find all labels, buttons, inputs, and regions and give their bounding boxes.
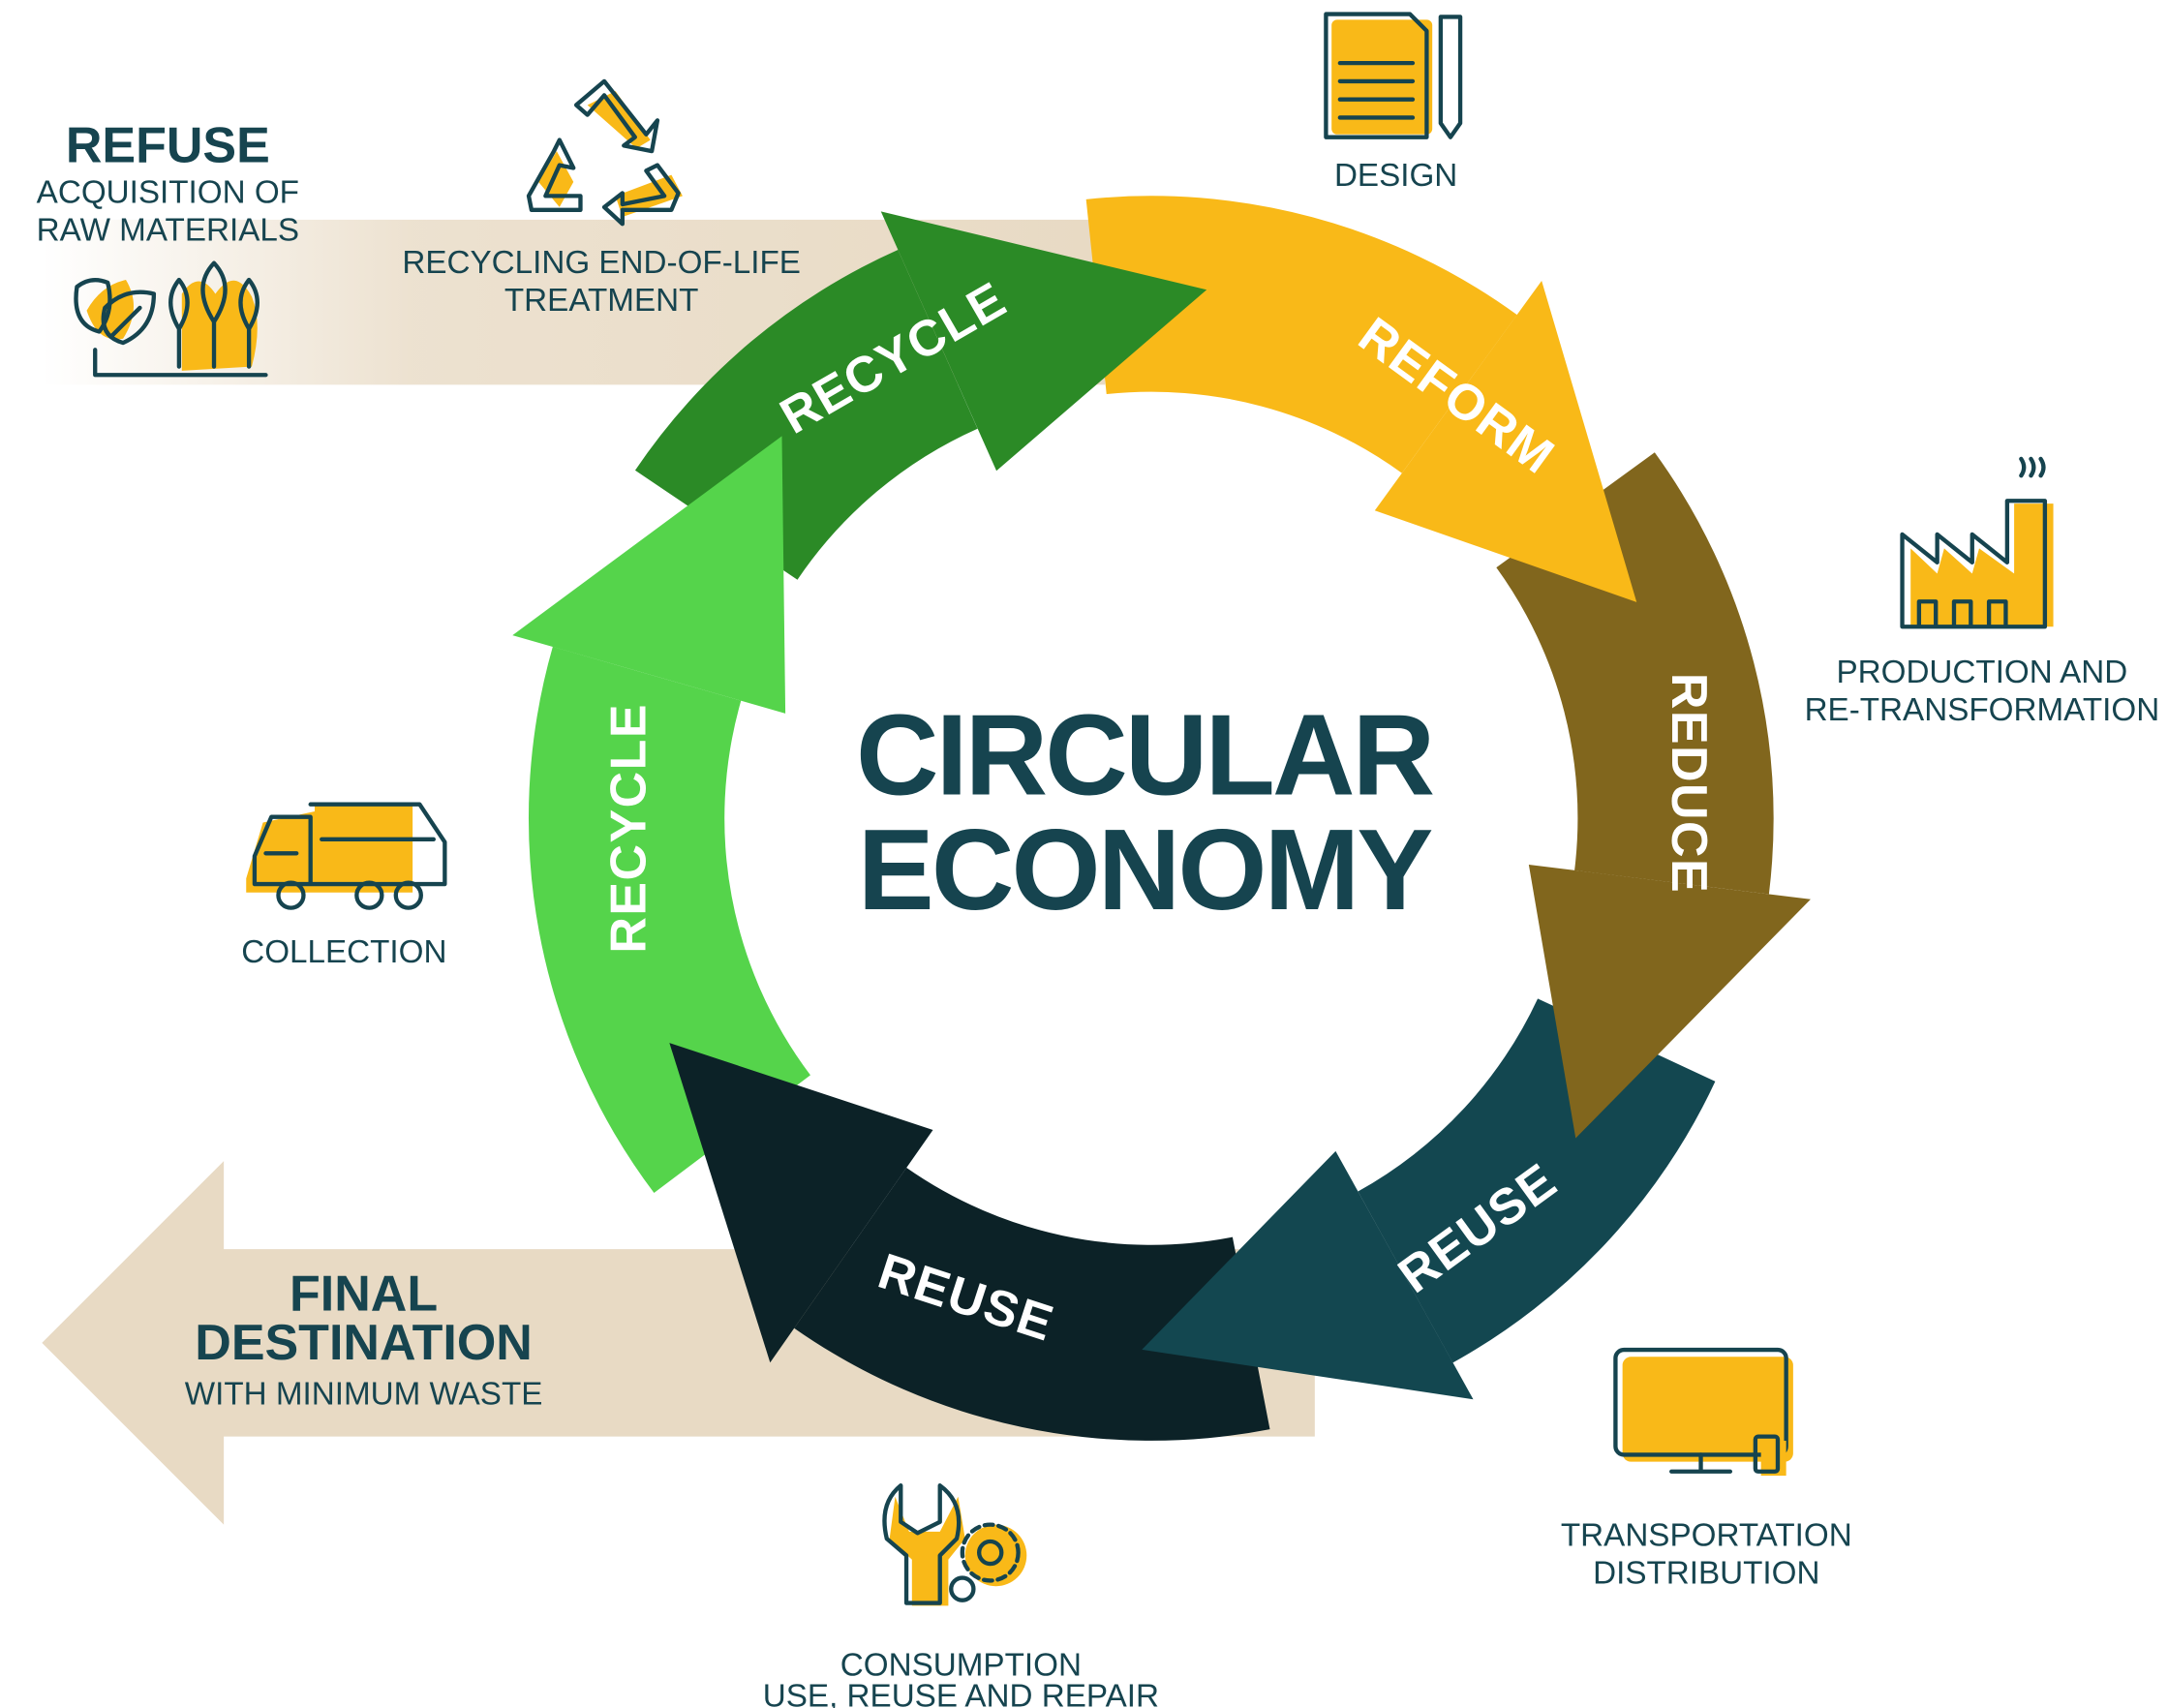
document-pencil-icon — [1324, 12, 1463, 139]
title-line-1: CIRCULAR — [856, 692, 1434, 820]
production-line-1: PRODUCTION AND — [1836, 655, 2127, 690]
arrow-head-reduce — [1528, 864, 1811, 1139]
title-line-2: ECONOMY — [858, 807, 1433, 934]
arrow-body-reuse — [794, 1168, 1270, 1441]
arrow-head-reuse — [1142, 1150, 1474, 1400]
transportation-line-1: TRANSPORTATION — [1561, 1517, 1852, 1553]
arrow-body-reuse — [1358, 998, 1716, 1363]
recycling-line-2: TREATMENT — [504, 283, 699, 319]
refuse-line-1: ACQUISITION OF — [37, 175, 299, 211]
recycle-icon — [526, 78, 683, 227]
arrow-body-recycle — [528, 646, 810, 1194]
final-line-2: DESTINATION — [195, 1315, 533, 1371]
monitor-icon — [1613, 1347, 1793, 1477]
consumption-line-2: USE, REUSE AND REPAIR — [763, 1678, 1159, 1708]
transportation-line-2: DISTRIBUTION — [1593, 1555, 1819, 1591]
refuse-heading: REFUSE — [66, 118, 270, 174]
design-label: DESIGN — [1334, 158, 1457, 194]
final-line-1: FINAL — [290, 1266, 438, 1323]
truck-icon — [246, 802, 447, 910]
leaves-trees-icon — [74, 260, 268, 378]
arrow-body-reform — [1085, 196, 1517, 473]
factory-icon — [1900, 456, 2054, 629]
wrench-gear-icon — [882, 1483, 1027, 1606]
consumption-line-1: CONSUMPTION — [840, 1648, 1082, 1684]
arrow-head-reform — [1374, 281, 1637, 602]
arrow-head-reuse — [669, 1043, 933, 1363]
arrow-head-recycle — [880, 211, 1207, 472]
arrow-label-recycle: RECYCLE — [601, 703, 657, 954]
recycling-line-1: RECYCLING END-OF-LIFE — [402, 245, 801, 281]
refuse-line-2: RAW MATERIALS — [37, 213, 299, 249]
arrow-head-recycle — [512, 436, 786, 714]
arrow-label-reduce: REDUCE — [1661, 673, 1717, 894]
production-line-2: RE-TRANSFORMATION — [1805, 692, 2160, 728]
final-line-3: WITH MINIMUM WASTE — [185, 1376, 543, 1412]
collection-label: COLLECTION — [241, 934, 446, 970]
